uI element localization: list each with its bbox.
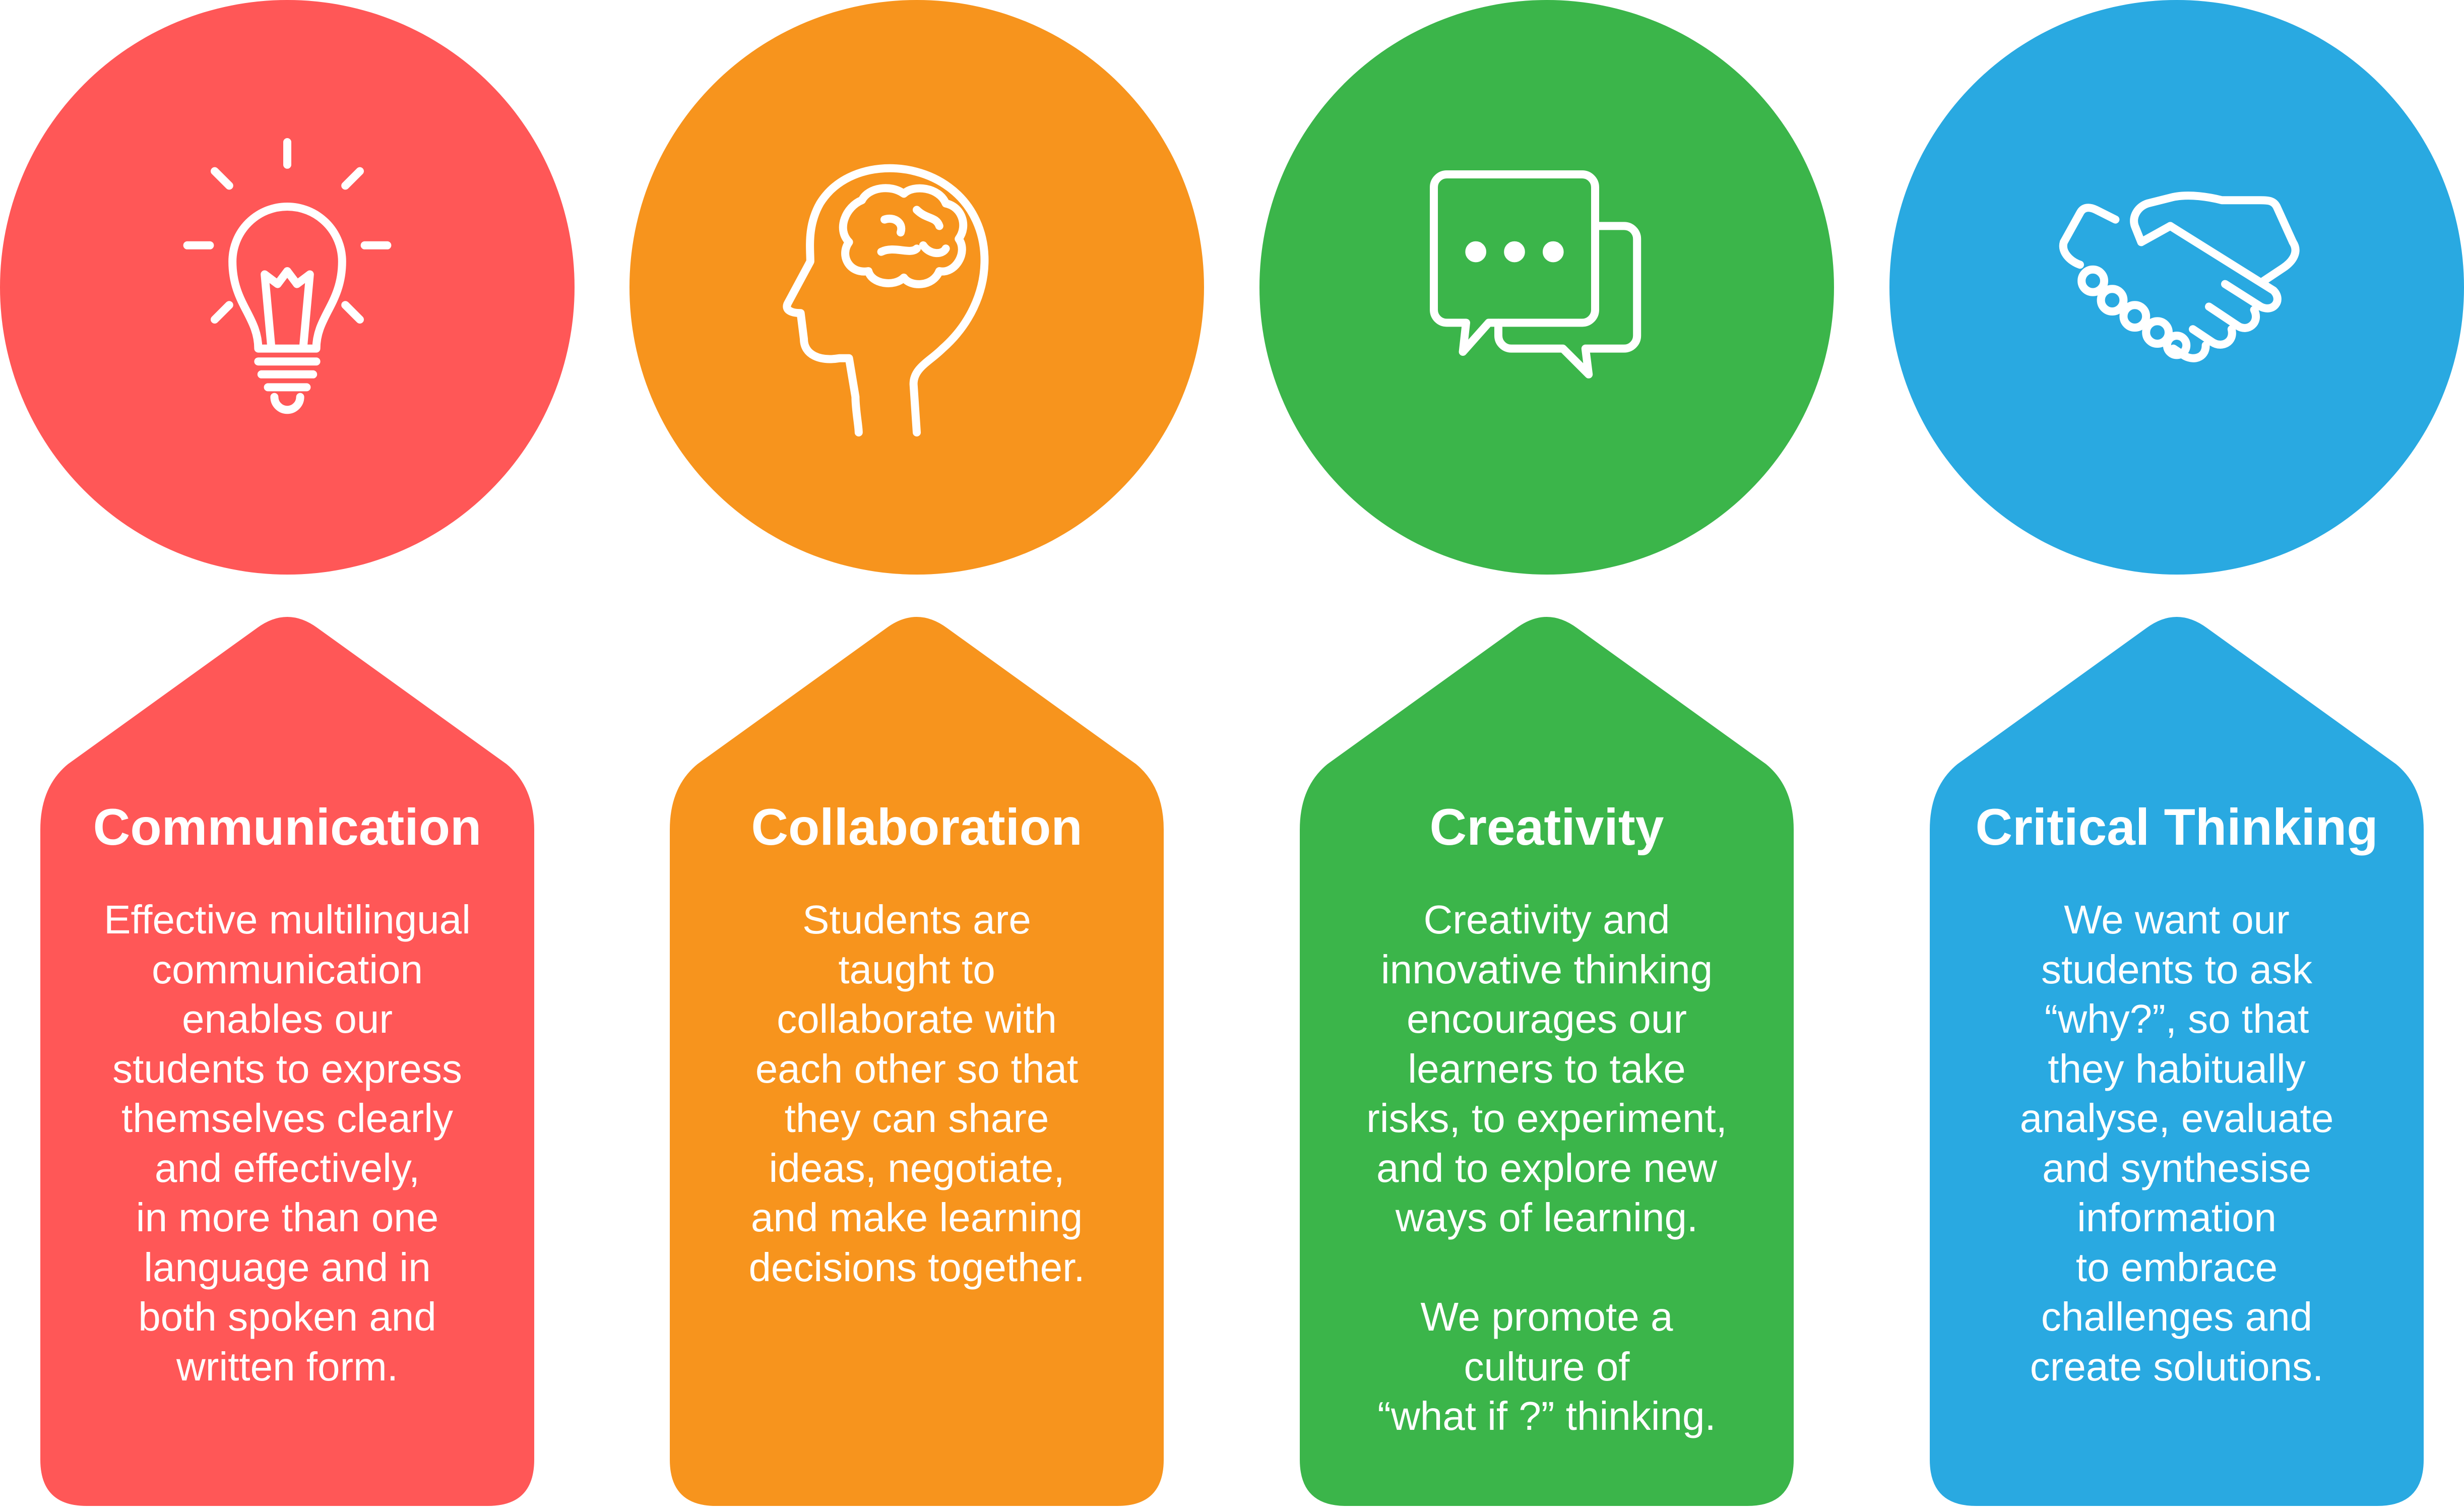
card-title: Communication <box>93 798 482 856</box>
card-background <box>1300 617 1794 1506</box>
communication-column: Communication Effective multilingual com… <box>0 0 575 1512</box>
text-line: Effective multilingual <box>104 897 471 942</box>
card-title: Critical Thinking <box>1975 798 2378 856</box>
collaboration-circle <box>629 0 1204 575</box>
collaboration-card: Collaboration Students are taught to col… <box>670 613 1164 1506</box>
text-line: they habitually <box>2048 1046 2306 1091</box>
text-line: they can share <box>784 1096 1049 1141</box>
text-line: We want our <box>2064 897 2290 942</box>
text-line: to embrace <box>2075 1244 2278 1290</box>
text-line: and synthesise <box>2042 1145 2311 1190</box>
creativity-card: Creativity Creativity and innovative thi… <box>1300 613 1794 1506</box>
collaboration-column: Collaboration Students are taught to col… <box>629 0 1204 1512</box>
card-background <box>40 617 534 1506</box>
text-line: taught to <box>838 947 995 992</box>
critical-thinking-card: Critical Thinking We want our students t… <box>1930 613 2424 1506</box>
text-line: enables our <box>181 996 393 1041</box>
text-line: innovative thinking <box>1380 947 1713 992</box>
text-line: information <box>2077 1195 2277 1240</box>
text-line: both spoken and <box>138 1294 436 1339</box>
text-line: culture of <box>1464 1344 1630 1389</box>
text-line: analyse, evaluate <box>2019 1096 2334 1141</box>
card-title: Creativity <box>1429 798 1664 856</box>
handshake-icon <box>2059 192 2300 362</box>
text-line: Creativity and <box>1423 897 1670 942</box>
text-line: and to explore new <box>1376 1145 1717 1190</box>
communication-circle <box>0 0 575 575</box>
communication-card: Communication Effective multilingual com… <box>40 613 534 1506</box>
text-line: ideas, negotiate, <box>769 1145 1065 1190</box>
text-line: in more than one <box>136 1195 439 1240</box>
critical-thinking-circle <box>1889 0 2464 575</box>
card-title: Collaboration <box>751 798 1083 856</box>
text-line: create solutions. <box>2030 1344 2324 1389</box>
text-line: and effectively, <box>154 1145 420 1190</box>
text-line: and make learning <box>750 1195 1083 1240</box>
brain-head-icon <box>783 164 989 436</box>
card-description: Students are taught to collaborate with … <box>690 895 1144 1292</box>
creativity-circle <box>1259 0 1834 575</box>
text-line: written form. <box>176 1344 399 1389</box>
text-line: risks, to experiment, <box>1366 1096 1727 1141</box>
text-line: collaborate with <box>777 996 1057 1041</box>
text-line: We promote a <box>1420 1294 1673 1339</box>
text-line: decisions together. <box>748 1244 1085 1290</box>
critical-thinking-column: Critical Thinking We want our students t… <box>1889 0 2464 1512</box>
text-line: challenges and <box>2041 1294 2313 1339</box>
text-line: communication <box>151 947 423 992</box>
lightbulb-icon <box>183 138 392 414</box>
text-line: “what if ?” thinking. <box>1377 1394 1716 1438</box>
text-line: each other so that <box>755 1046 1079 1091</box>
text-line: students to ask <box>2041 947 2313 992</box>
card-description: Effective multilingual communication ena… <box>60 895 514 1392</box>
text-line: “why?”, so that <box>2044 996 2309 1041</box>
text-line: learners to take <box>1408 1046 1686 1091</box>
card-description: We want our students to ask “why?”, so t… <box>1950 895 2404 1392</box>
text-line: ways of learning. <box>1395 1195 1698 1240</box>
chat-bubbles-icon <box>1430 170 1641 379</box>
card-background <box>1930 617 2424 1506</box>
creativity-column: Creativity Creativity and innovative thi… <box>1259 0 1834 1512</box>
text-line: students to express <box>112 1046 462 1091</box>
text-line: themselves clearly <box>121 1096 453 1141</box>
text-line: encourages our <box>1407 996 1687 1041</box>
card-background <box>670 617 1164 1506</box>
text-line: language and in <box>144 1244 431 1290</box>
text-line: Students are <box>802 897 1031 942</box>
card-description: Creativity and innovative thinking encou… <box>1320 895 1774 1441</box>
